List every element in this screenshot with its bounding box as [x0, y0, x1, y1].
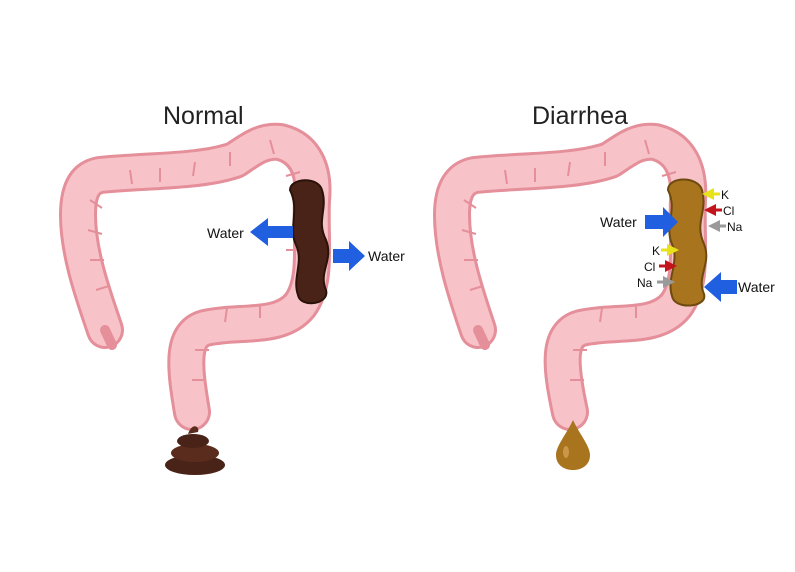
colon-illustration-diarrhea — [433, 122, 708, 431]
colon-tail — [473, 325, 490, 350]
liquid-drop-icon — [556, 420, 590, 470]
ion-upper-na: Na — [727, 220, 743, 234]
normal-title: Normal — [163, 102, 244, 130]
water-upper-arrow — [645, 207, 678, 237]
ion-lower-k: K — [652, 244, 660, 258]
colon-illustration-normal — [59, 122, 332, 431]
colon-folds — [87, 139, 301, 381]
water-in-label: Water — [368, 248, 405, 264]
water-in-arrow — [333, 241, 365, 271]
normal-panel: Water Water — [59, 122, 405, 475]
ion-arrows-upper — [702, 188, 726, 232]
colon-tail — [100, 325, 117, 350]
water-out-arrow — [250, 218, 293, 246]
diarrhea-title: Diarrhea — [532, 102, 628, 130]
water-lower-arrow — [704, 272, 737, 302]
water-out-label: Water — [207, 225, 244, 241]
diarrhea-panel: Water Water K Cl Na K Cl Na — [433, 122, 775, 470]
colon-body — [62, 125, 329, 428]
ion-upper-cl: Cl — [723, 204, 734, 218]
ion-lower-cl: Cl — [644, 260, 655, 274]
stool-icon — [165, 426, 225, 475]
normal-stool-mass — [288, 179, 330, 305]
ion-arrows-lower — [657, 244, 679, 288]
water-lower-label: Water — [738, 279, 775, 295]
ion-upper-k: K — [721, 188, 729, 202]
diarrhea-stool-mass — [666, 178, 708, 307]
ion-lower-na: Na — [637, 276, 653, 290]
colon-body — [436, 125, 705, 428]
water-upper-label: Water — [600, 214, 637, 230]
